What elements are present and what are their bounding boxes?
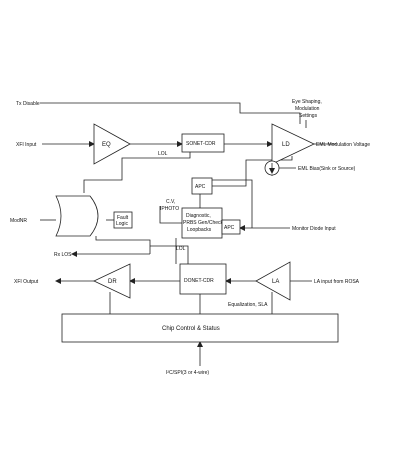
dr-label: DR bbox=[108, 279, 117, 285]
monitor-diode-label: Monitor Diode Input bbox=[292, 226, 336, 232]
dr-driver bbox=[93, 263, 131, 299]
eye-shaping-line1: Eye Shaping, bbox=[292, 99, 322, 105]
la-label: LA bbox=[272, 279, 279, 285]
diagnostic-line2: PRBS Gen/Check bbox=[183, 220, 224, 226]
sonet-cdr-label: SONET-CDR bbox=[186, 141, 216, 147]
la-amplifier bbox=[255, 261, 291, 301]
ld-label: LD bbox=[282, 142, 290, 148]
eye-shaping-line3: Settings bbox=[299, 113, 318, 119]
sonet-cdr-block bbox=[181, 133, 225, 153]
i2c-spi-label: I²C/SPI(3 or 4-wire) bbox=[166, 370, 209, 376]
modnr-gate bbox=[55, 195, 99, 237]
modnr-label: ModNR bbox=[10, 218, 27, 224]
wire-monitor-apc bbox=[212, 179, 253, 228]
chip-control-block bbox=[61, 313, 339, 343]
fault-logic-line1: Fault bbox=[117, 215, 129, 221]
wire-cv bbox=[159, 206, 182, 224]
eml-bias-label: EML Bias(Sink or Source) bbox=[298, 166, 356, 172]
diagnostic-line1: Diagnostic, bbox=[186, 213, 211, 219]
tx-disable-label: Tx Disable bbox=[16, 101, 40, 107]
eq-amplifier bbox=[93, 123, 131, 165]
apc-top-block bbox=[191, 177, 213, 195]
donet-cdr-label: DONET-CDR bbox=[184, 278, 214, 284]
fault-logic-block bbox=[113, 211, 133, 229]
wires bbox=[40, 102, 336, 366]
apc-mid-label: APC bbox=[224, 225, 235, 231]
wire-lol-rx bbox=[150, 245, 189, 264]
chip-control-label: Chip Control & Status bbox=[162, 326, 220, 332]
lol-rx-label: LOL bbox=[176, 246, 186, 252]
fault-logic-line2: Logic bbox=[116, 221, 128, 227]
equalization-label: Equalization, SLA bbox=[228, 302, 268, 308]
la-input-label: LA input from ROSA bbox=[314, 279, 360, 285]
wire-lol-tx bbox=[83, 152, 191, 193]
donet-cdr-block bbox=[179, 263, 227, 295]
eml-mod-voltage-label: EML Modulation Voltage bbox=[316, 142, 370, 148]
wire-fault-back bbox=[95, 236, 151, 254]
cv-line1: C.V, bbox=[166, 199, 175, 205]
wire-apc-ld bbox=[212, 156, 293, 187]
diagnostic-line3: Loopbacks bbox=[187, 227, 212, 233]
apc-top-label: APC bbox=[195, 184, 206, 190]
xfi-input-label: XFI Input bbox=[16, 142, 37, 148]
ld-driver bbox=[271, 123, 315, 165]
apc-mid-block bbox=[221, 219, 241, 235]
wire-tx-disable bbox=[40, 102, 301, 124]
cv-line2: IPHOTO bbox=[160, 206, 179, 212]
xfi-output-label: XFI Output bbox=[14, 279, 39, 285]
rx-los-label: Rx LOS bbox=[54, 252, 72, 258]
lol-tx-label: LOL bbox=[158, 151, 168, 157]
eye-shaping-line2: Modulation bbox=[295, 106, 320, 112]
eq-label: EQ bbox=[102, 142, 111, 148]
